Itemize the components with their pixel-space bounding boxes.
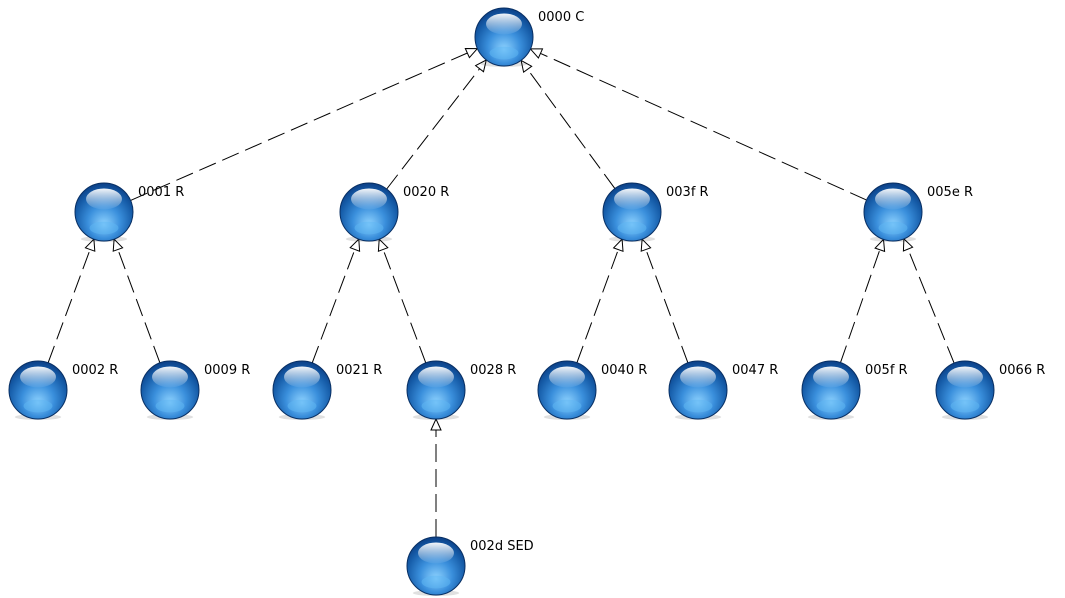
sphere-reflection [816, 399, 846, 413]
sphere-highlight [486, 13, 522, 35]
edge-n0021-to-n0020 [311, 237, 361, 364]
arrowhead-icon [430, 417, 442, 431]
edge-line [117, 249, 161, 363]
edge-n005f-to-n005e [840, 238, 886, 363]
node-n002d[interactable]: 002d SED [406, 536, 534, 596]
edge-line [576, 249, 619, 363]
node-label: 0002 R [72, 363, 118, 378]
node-n0021[interactable]: 0021 R [272, 360, 382, 420]
node-n003f[interactable]: 003f R [602, 182, 709, 242]
arrowhead-icon [529, 48, 544, 59]
sphere-highlight [351, 188, 387, 210]
arrowhead-icon [377, 237, 389, 252]
edge-n0001-to-n0000 [130, 47, 479, 201]
edges-layer [47, 47, 955, 537]
sphere-reflection [421, 399, 451, 413]
arrowhead-icon [902, 237, 914, 252]
node-n005e[interactable]: 005e R [863, 182, 973, 242]
edge-n005e-to-n0000 [529, 48, 867, 201]
sphere-reflection [950, 399, 980, 413]
sphere-highlight [20, 366, 56, 388]
sphere-reflection [354, 221, 384, 235]
node-n0000[interactable]: 0000 C [474, 7, 584, 67]
edge-line [382, 249, 427, 364]
sphere-highlight [418, 366, 454, 388]
node-n0028[interactable]: 0028 R [406, 360, 516, 420]
edge-n0066-to-n005e [902, 237, 955, 364]
sphere-reflection [155, 399, 185, 413]
node-n0047[interactable]: 0047 R [668, 360, 778, 420]
node-n0040[interactable]: 0040 R [537, 360, 647, 420]
sphere-highlight [680, 366, 716, 388]
sphere-reflection [878, 221, 908, 235]
arrowhead-icon [349, 237, 361, 252]
sphere-reflection [617, 221, 647, 235]
arrowhead-icon [520, 59, 533, 74]
arrowhead-icon [874, 238, 886, 253]
node-n005f[interactable]: 005f R [801, 360, 908, 420]
edge-line [47, 249, 91, 363]
edge-n0047-to-n003f [640, 238, 689, 363]
node-n0002[interactable]: 0002 R [8, 360, 118, 420]
sphere-highlight [418, 542, 454, 564]
edge-line [130, 52, 468, 201]
sphere-highlight [152, 366, 188, 388]
arrowhead-icon [464, 47, 479, 59]
node-label: 0021 R [336, 363, 382, 378]
node-label: 0009 R [204, 363, 250, 378]
sphere-highlight [86, 188, 122, 210]
edge-n0020-to-n0000 [386, 59, 488, 190]
sphere-reflection [552, 399, 582, 413]
sphere-highlight [284, 366, 320, 388]
node-n0001[interactable]: 0001 R [74, 182, 184, 242]
sphere-reflection [89, 221, 119, 235]
sphere-reflection [23, 399, 53, 413]
node-label: 0066 R [999, 363, 1045, 378]
edge-line [840, 249, 881, 363]
node-label: 002d SED [470, 539, 534, 554]
arrowhead-icon [474, 59, 488, 73]
edge-line [645, 249, 689, 363]
sphere-reflection [421, 575, 451, 589]
edge-line [540, 52, 867, 201]
node-n0020[interactable]: 0020 R [339, 182, 449, 242]
sphere-highlight [875, 188, 911, 210]
arrowhead-icon [112, 238, 124, 252]
edge-n002d-to-n0028 [430, 417, 442, 537]
sphere-highlight [947, 366, 983, 388]
edge-line [527, 69, 616, 189]
edge-n0002-to-n0001 [47, 238, 96, 363]
arrowhead-icon [84, 238, 96, 252]
edge-n0009-to-n0001 [112, 238, 161, 363]
node-n0066[interactable]: 0066 R [935, 360, 1045, 420]
edge-line [311, 249, 356, 364]
sphere-highlight [813, 366, 849, 388]
edge-n0028-to-n0020 [377, 237, 427, 364]
node-label: 003f R [666, 185, 709, 200]
nodes-layer: 0000 C 0001 R 0020 R 003f R 005e R 0002 R 0009… [8, 7, 1045, 596]
node-label: 0047 R [732, 363, 778, 378]
sphere-highlight [549, 366, 585, 388]
edge-n0040-to-n003f [576, 238, 624, 363]
sphere-highlight [614, 188, 650, 210]
sphere-reflection [287, 399, 317, 413]
edge-line [907, 248, 955, 364]
node-label: 0001 R [138, 185, 184, 200]
node-label: 0000 C [538, 10, 584, 25]
edge-n003f-to-n0000 [520, 59, 616, 189]
sphere-reflection [489, 46, 519, 60]
arrowhead-icon [640, 238, 652, 252]
node-label: 0028 R [470, 363, 516, 378]
edge-line [386, 68, 480, 190]
node-label: 005e R [927, 185, 973, 200]
node-n0009[interactable]: 0009 R [140, 360, 250, 420]
arrowhead-icon [612, 238, 624, 253]
node-label: 0040 R [601, 363, 647, 378]
node-label: 005f R [865, 363, 908, 378]
sphere-reflection [683, 399, 713, 413]
node-label: 0020 R [403, 185, 449, 200]
